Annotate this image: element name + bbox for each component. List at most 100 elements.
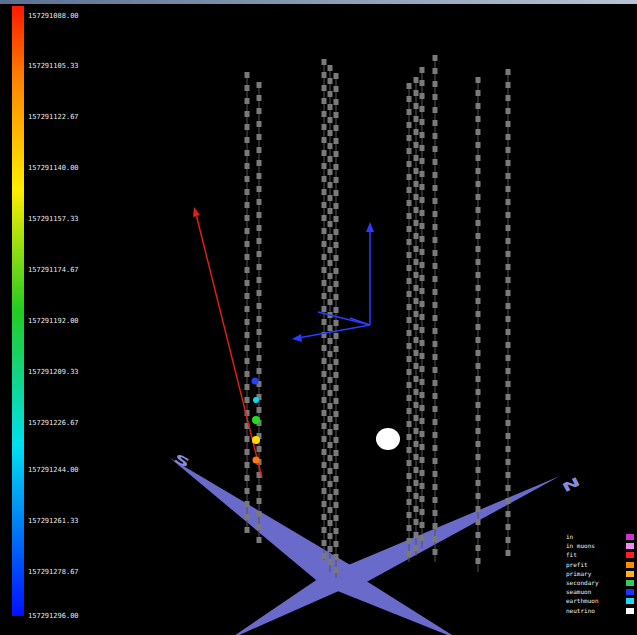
optical-module — [334, 450, 339, 456]
optical-module — [257, 277, 262, 283]
optical-module — [245, 462, 250, 468]
optical-module — [322, 176, 327, 182]
optical-module — [414, 402, 419, 408]
optical-module — [476, 402, 481, 408]
optical-module — [245, 267, 250, 273]
legend-text: earthmuon — [566, 598, 599, 604]
optical-module — [414, 428, 419, 434]
scale-value: 157291209.33 — [28, 369, 79, 376]
scale-value: 157291296.00 — [28, 613, 79, 620]
optical-module — [433, 224, 438, 230]
optical-module — [334, 216, 339, 222]
optical-module — [414, 142, 419, 148]
optical-module — [334, 476, 339, 482]
optical-module — [433, 380, 438, 386]
optical-module — [245, 501, 250, 507]
optical-module — [322, 202, 327, 208]
optical-module — [334, 242, 339, 248]
optical-module — [334, 489, 339, 495]
legend-swatch — [626, 534, 634, 540]
legend-text: in muons — [566, 543, 595, 549]
optical-module — [407, 512, 412, 518]
color-scale-bar — [12, 6, 24, 616]
optical-module — [414, 311, 419, 317]
optical-module — [334, 398, 339, 404]
optical-module — [245, 176, 250, 182]
optical-module — [420, 288, 425, 294]
optical-module — [506, 95, 511, 101]
optical-module — [433, 393, 438, 399]
optical-module — [322, 384, 327, 390]
optical-module — [476, 168, 481, 174]
scale-value: 157291157.33 — [28, 216, 79, 223]
optical-module — [420, 262, 425, 268]
fit-track — [196, 214, 262, 478]
optical-module — [433, 328, 438, 334]
optical-module — [476, 428, 481, 434]
optical-module — [414, 103, 419, 109]
optical-module — [414, 415, 419, 421]
optical-module — [407, 213, 412, 219]
optical-module — [257, 264, 262, 270]
optical-module — [414, 337, 419, 343]
legend-text: fit — [566, 552, 577, 558]
compass-rose — [170, 458, 560, 635]
optical-module — [506, 433, 511, 439]
optical-module — [257, 511, 262, 517]
optical-module — [257, 446, 262, 452]
optical-module — [414, 350, 419, 356]
optical-module — [328, 104, 333, 110]
optical-module — [257, 225, 262, 231]
optical-module — [245, 449, 250, 455]
optical-module — [476, 129, 481, 135]
optical-module — [407, 473, 412, 479]
optical-module — [414, 545, 419, 551]
legend-swatch — [626, 589, 634, 595]
optical-module — [328, 117, 333, 123]
optical-module — [245, 319, 250, 325]
optical-module — [322, 345, 327, 351]
optical-module — [257, 329, 262, 335]
optical-module — [334, 281, 339, 287]
optical-module — [322, 267, 327, 273]
optical-module — [506, 290, 511, 296]
optical-module — [322, 85, 327, 91]
optical-module — [334, 411, 339, 417]
optical-module — [433, 237, 438, 243]
optical-module — [334, 359, 339, 365]
optical-module — [328, 416, 333, 422]
optical-module — [476, 350, 481, 356]
optical-module — [245, 488, 250, 494]
optical-module — [322, 462, 327, 468]
optical-module — [414, 181, 419, 187]
optical-module — [245, 332, 250, 338]
optical-module — [433, 211, 438, 217]
legend-text: neutrino — [566, 608, 595, 614]
optical-module — [506, 511, 511, 517]
optical-module — [328, 169, 333, 175]
optical-module — [322, 254, 327, 260]
optical-module — [414, 532, 419, 538]
optical-module — [476, 415, 481, 421]
optical-module — [506, 134, 511, 140]
optical-module — [420, 236, 425, 242]
optical-module — [420, 379, 425, 385]
optical-module — [476, 77, 481, 83]
optical-module — [245, 345, 250, 351]
optical-module — [334, 294, 339, 300]
optical-module — [328, 559, 333, 565]
optical-module — [506, 160, 511, 166]
optical-module — [334, 177, 339, 183]
optical-module — [257, 303, 262, 309]
optical-module — [433, 94, 438, 100]
optical-module — [420, 353, 425, 359]
optical-module — [506, 355, 511, 361]
scale-value: 157291244.00 — [28, 467, 79, 474]
optical-module — [245, 527, 250, 533]
optical-module — [476, 116, 481, 122]
optical-module — [334, 424, 339, 430]
optical-module — [328, 429, 333, 435]
optical-module — [322, 514, 327, 520]
optical-module — [334, 320, 339, 326]
